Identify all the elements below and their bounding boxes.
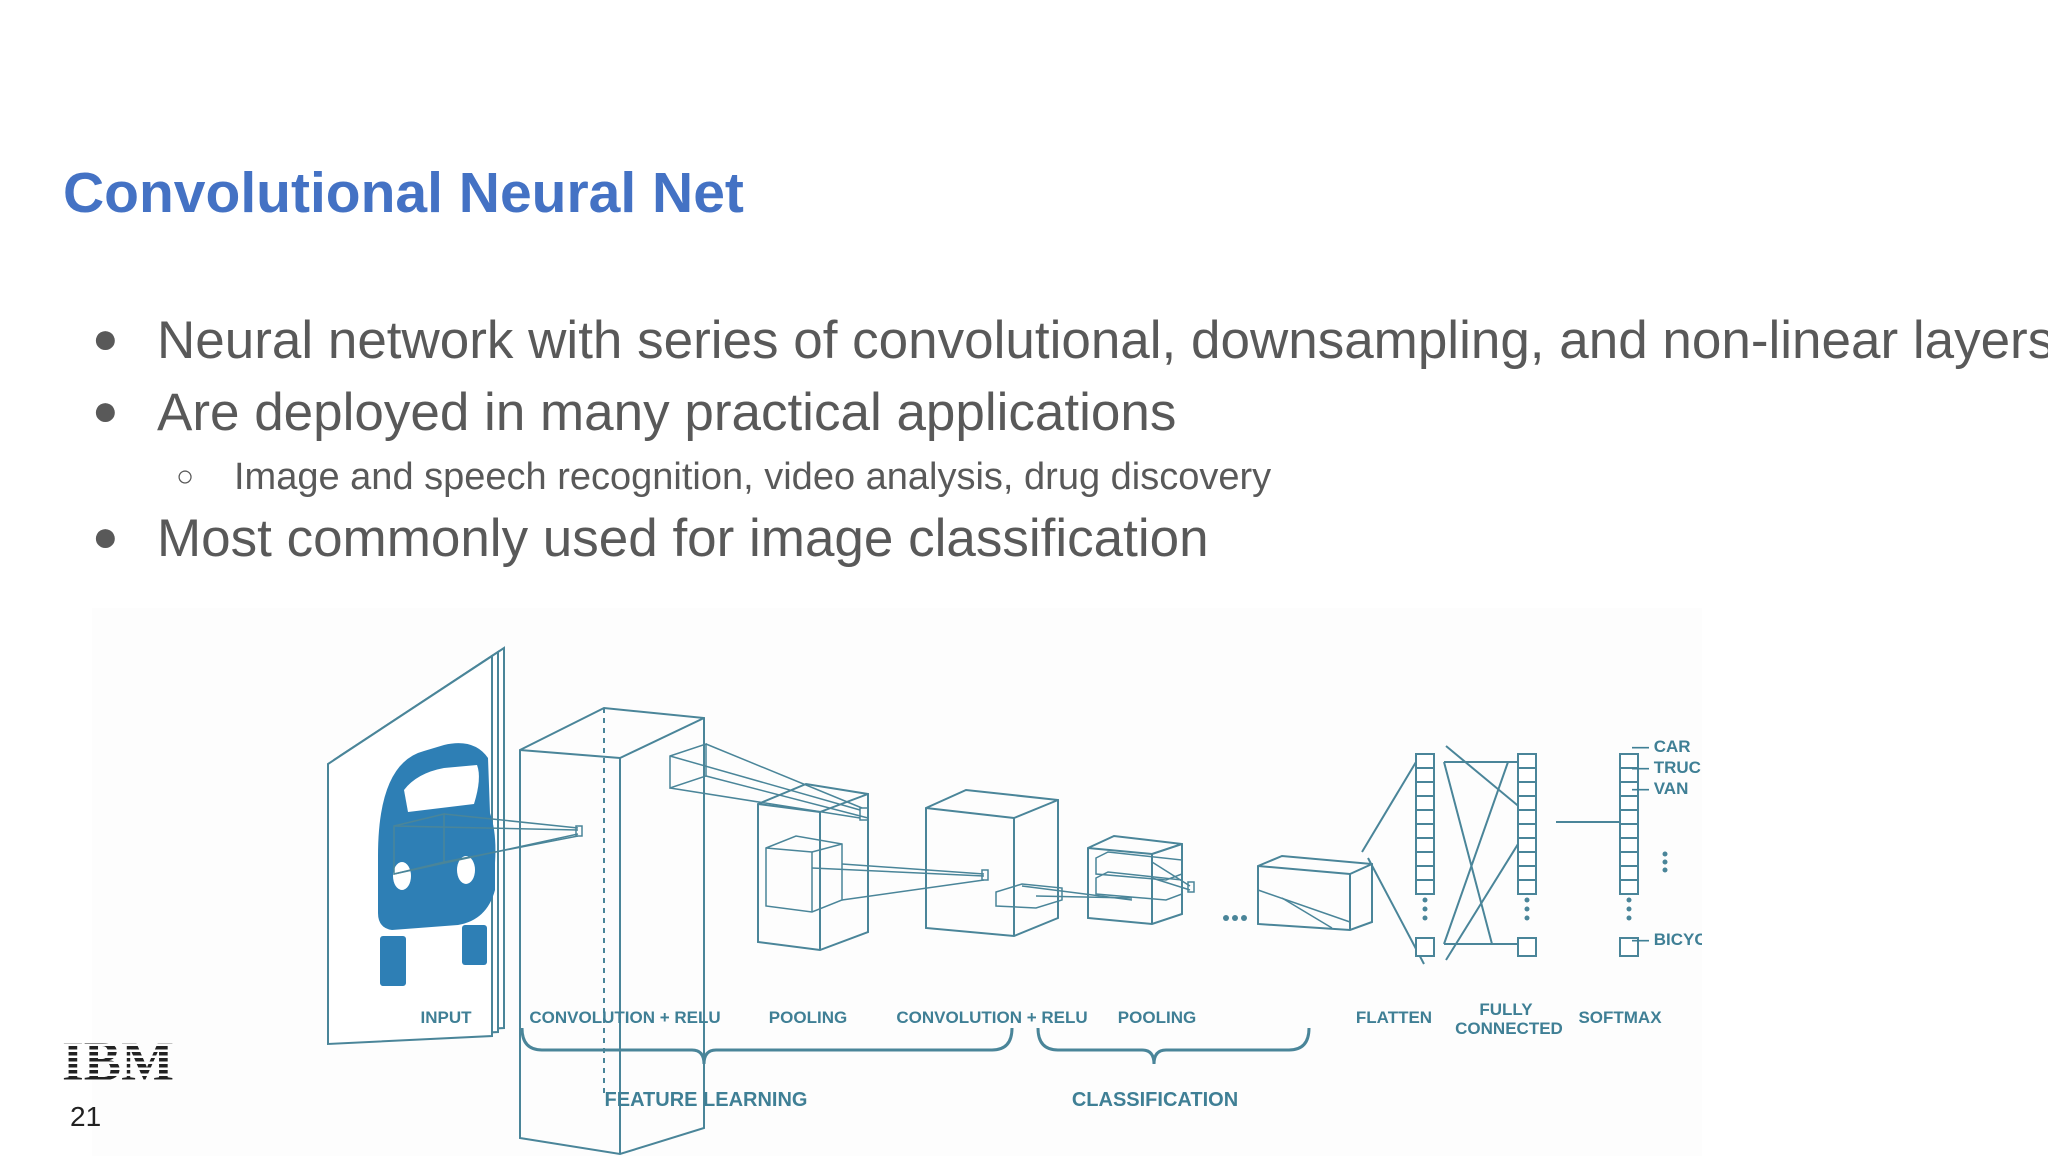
neuron-cell — [1415, 865, 1435, 881]
neuron-cell — [1415, 879, 1435, 895]
class-label-van: — VAN — [1632, 779, 1688, 798]
neuron-cell — [1619, 851, 1639, 867]
neuron-cell — [1517, 823, 1537, 839]
neuron-ellipsis-dot — [1524, 906, 1530, 912]
neuron-ellipsis-dot — [1524, 897, 1530, 903]
bullet-text: Are deployed in many practical applicati… — [157, 383, 1177, 442]
ibm-logo-text: IBM — [62, 1034, 174, 1086]
conv1-volume — [519, 706, 707, 1156]
cnn-diagram: — CAR — TRUCK — VAN — BICYCLE INPUT CONV… — [92, 608, 1702, 1156]
neuron-cell — [1619, 879, 1639, 895]
class-label-car: — CAR — [1632, 737, 1691, 756]
neuron-cell — [1415, 767, 1435, 783]
stage-label-pool2: POOLING — [1118, 1008, 1196, 1027]
neuron-ellipsis-dot — [1626, 906, 1632, 912]
neuron-cell — [1517, 809, 1537, 825]
bullet-text: Most commonly used for image classificat… — [157, 509, 1209, 568]
neuron-cell — [1619, 795, 1639, 811]
neuron-cell — [1517, 837, 1537, 853]
class-label-bicycle: — BICYCLE — [1632, 930, 1702, 949]
stage-label-pool1: POOLING — [769, 1008, 847, 1027]
neuron-cell — [1619, 809, 1639, 825]
neuron-cell — [1619, 823, 1639, 839]
neuron-cell — [1619, 865, 1639, 881]
last-feature-volume — [1257, 854, 1373, 932]
sub-bullet-text: Image and speech recognition, video anal… — [234, 456, 1272, 498]
class-label-truck: — TRUCK — [1632, 758, 1702, 777]
neuron-ellipsis-dot — [1626, 897, 1632, 903]
neuron-columns — [1415, 753, 1639, 957]
neuron-cell — [1517, 865, 1537, 881]
neuron-ellipsis-dot — [1626, 915, 1632, 921]
neuron-ellipsis-dot — [1422, 897, 1428, 903]
neuron-cell — [1517, 879, 1537, 895]
neuron-cell — [1415, 837, 1435, 853]
page-number: 21 — [70, 1101, 102, 1132]
neuron-cell — [1415, 851, 1435, 867]
neuron-cell — [1517, 753, 1537, 769]
neuron-cell-last — [1415, 937, 1435, 957]
neuron-cell — [1415, 823, 1435, 839]
neuron-cell — [1619, 837, 1639, 853]
conv2-volume — [925, 788, 1059, 938]
stage-label-fully-line2: CONNECTED — [1455, 1019, 1563, 1038]
slide-title: Convolutional Neural Net — [63, 161, 744, 225]
neuron-cell — [1517, 781, 1537, 797]
stage-label-flatten: FLATTEN — [1356, 1008, 1432, 1027]
bullet-dot-icon: ● — [92, 314, 119, 363]
neuron-cell — [1415, 781, 1435, 797]
stage-label-softmax: SOFTMAX — [1578, 1008, 1662, 1027]
ibm-logo: IBM — [62, 1034, 174, 1086]
stage-label-conv2: CONVOLUTION + RELU — [896, 1008, 1087, 1027]
group-label-classification: CLASSIFICATION — [1072, 1089, 1238, 1111]
neuron-cell — [1517, 851, 1537, 867]
neuron-ellipsis-dot — [1422, 915, 1428, 921]
input-image-icon — [327, 646, 505, 1046]
softmax-ellipsis-icon — [1662, 851, 1668, 873]
stage-label-conv1: CONVOLUTION + RELU — [529, 1008, 720, 1027]
neuron-ellipsis-dot — [1422, 906, 1428, 912]
brace-icons — [520, 1027, 1311, 1065]
neuron-cell-last — [1619, 937, 1639, 957]
stage-label-input: INPUT — [421, 1008, 473, 1027]
neuron-ellipsis-dot — [1524, 915, 1530, 921]
neuron-cell — [1517, 767, 1537, 783]
bullet-dot-icon: ● — [92, 386, 119, 435]
stage-label-fully-line1: FULLY — [1479, 1000, 1533, 1019]
neuron-ellipsis-icons — [1422, 897, 1632, 921]
group-label-feature-learning: FEATURE LEARNING — [605, 1089, 808, 1111]
classification-brace — [1036, 1027, 1311, 1065]
neuron-cell-last — [1517, 937, 1537, 957]
pool2-volume — [1087, 834, 1183, 926]
neuron-cell — [1415, 809, 1435, 825]
feature-learning-brace — [520, 1027, 1014, 1065]
ellipsis-icon — [1223, 915, 1247, 921]
neuron-cell — [1517, 795, 1537, 811]
neuron-cell — [1415, 795, 1435, 811]
bullet-text: Neural network with series of convolutio… — [157, 311, 2048, 370]
bullet-dot-icon: ● — [92, 512, 119, 561]
neuron-cell — [1415, 753, 1435, 769]
bullet-circle-icon: ○ — [176, 460, 195, 493]
